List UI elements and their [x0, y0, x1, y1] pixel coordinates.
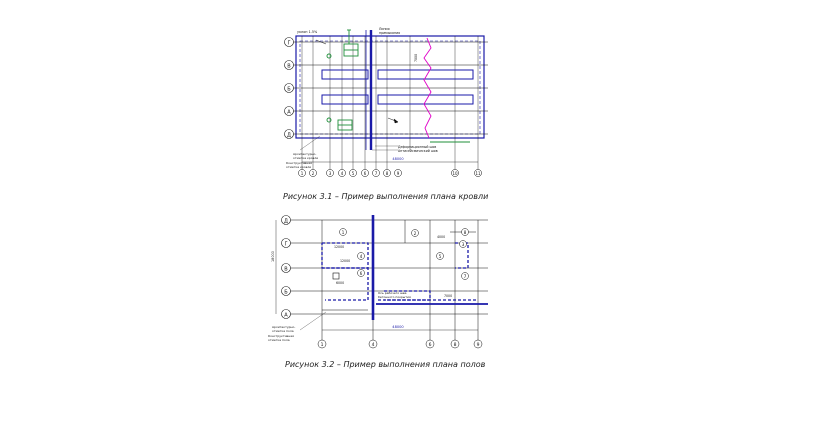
floor-type-label: 2: [414, 231, 417, 236]
roof-dimension-text: 48000: [392, 157, 403, 161]
floor-type-label: 1: [342, 230, 345, 235]
floor-type-label: 7: [464, 274, 467, 279]
roof-note-joint-2: Антисейсмический шов: [398, 149, 438, 153]
roof-legend-3: Конструктивная: [286, 161, 312, 165]
floor-dimension-text: 48000: [392, 325, 404, 329]
floor-row-axes: Д Г В Б А: [281, 215, 291, 319]
floor-legend-3: Конструктивная: [268, 334, 294, 338]
floor-plan: 1 2 3 4 5 6 7 8 Д Г В Б А: [268, 215, 488, 349]
floor-col-label: 1: [321, 342, 324, 348]
floor-type-label: 4: [360, 254, 363, 259]
roof-axis-label: А: [287, 110, 291, 116]
break-line: [423, 37, 432, 139]
floor-col-label: 6: [429, 342, 432, 348]
roof-col-gridlines: [301, 36, 479, 170]
roof-plan: Г В Б А Д 1 2 3 4 5 6 7 8: [284, 27, 488, 177]
roof-row-axes: Г В Б А Д: [284, 37, 294, 139]
floor-axis-label: В: [284, 267, 288, 273]
floor-note-6: бетонного покрытия: [378, 295, 411, 299]
roof-skylights: [321, 69, 474, 105]
roof-axis-label: Б: [287, 87, 291, 93]
roof-col-label: 3: [329, 171, 332, 176]
floor-note-5: Ось рабочего шва: [378, 291, 407, 295]
roof-col-label: 5: [352, 171, 355, 176]
roof-col-label: 2: [312, 171, 315, 176]
floor-col-label: 4: [372, 342, 375, 348]
roof-note-joint-1: Деформационный шов: [398, 145, 436, 149]
roof-outline: [295, 35, 485, 139]
floor-type-label: 8: [464, 230, 467, 235]
floor-note-7: 7000: [444, 294, 452, 298]
roof-legend-4: отметка кровли: [286, 165, 311, 169]
floor-axis-label: А: [284, 313, 288, 319]
roof-legend-2: отметка кровли: [293, 156, 318, 160]
roof-drains: [326, 29, 470, 143]
floor-type-markers: 1 2 3 4 5 6 7 8: [339, 228, 469, 280]
floor-axis-label: Г: [284, 242, 287, 248]
floor-axis-label: Б: [284, 290, 288, 296]
figure-1-caption: Рисунок 3.1 – Пример выполнения плана кр…: [283, 192, 489, 201]
roof-axis-label: Г: [287, 41, 290, 47]
roof-col-axes: 1 2 3 4 5 6 7 8 9 10 11: [298, 169, 482, 177]
floor-axis-label: Д: [284, 219, 288, 225]
floor-note-4: 6000: [336, 281, 344, 285]
floor-note-2: 12000: [340, 259, 350, 263]
slope-arrows: [315, 39, 399, 124]
floor-note-3: 4000: [437, 235, 445, 239]
roof-col-label: 7: [375, 171, 378, 176]
roof-col-label: 1: [301, 171, 304, 176]
floor-col-axes: 1 4 6 8 9: [317, 339, 483, 349]
roof-col-label: 6: [364, 171, 367, 176]
roof-note-line-2: примыкания: [379, 31, 400, 35]
roof-col-label: 10: [452, 171, 458, 176]
floor-col-gridlines: [321, 220, 479, 342]
figure-2-caption: Рисунок 3.2 – Пример выполнения плана по…: [285, 360, 486, 369]
roof-legend-1: Архитектурно-: [293, 152, 316, 156]
roof-col-label: 9: [397, 171, 400, 176]
floor-col-label: 8: [454, 342, 457, 348]
roof-note-slope: уклон 1.5%: [297, 30, 318, 34]
floor-type-label: 5: [439, 254, 442, 259]
roof-col-label: 11: [475, 171, 481, 176]
floor-left-dim-text: 18000: [271, 251, 275, 262]
roof-axis-label: В: [287, 64, 291, 70]
floor-note-1: 12000: [334, 245, 344, 249]
roof-center-label: 7000: [414, 54, 418, 62]
roof-col-label: 4: [341, 171, 344, 176]
floor-legend-1: Архитектурно-: [272, 325, 295, 329]
roof-col-label: 8: [386, 171, 389, 176]
roof-axis-label: Д: [287, 133, 291, 139]
floor-type-label: 3: [462, 242, 465, 247]
roof-note-line-1: Линия: [379, 27, 390, 31]
floor-legend-2: отметка пола: [272, 329, 294, 333]
floor-type-label: 6: [360, 271, 363, 276]
floor-col-label: 9: [477, 342, 480, 348]
floor-equipment: [332, 272, 340, 280]
floor-legend-4: отметка пола: [268, 338, 290, 342]
